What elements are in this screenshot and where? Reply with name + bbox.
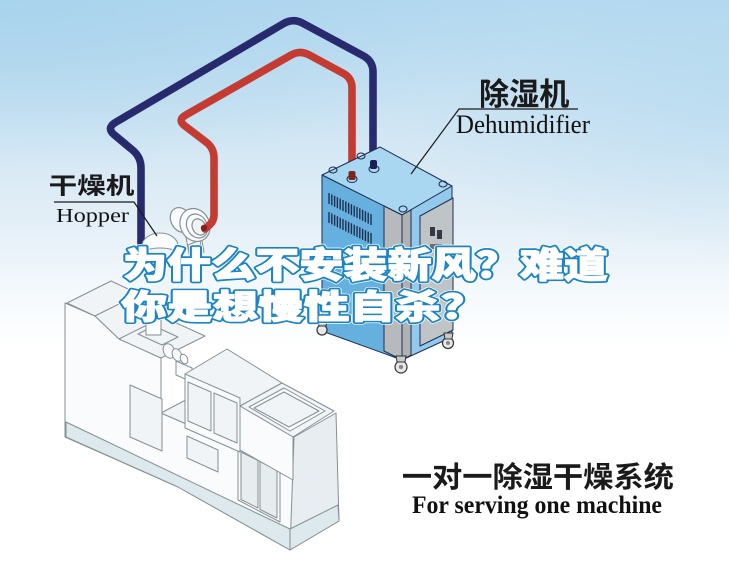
svg-text:Dehumidifier: Dehumidifier bbox=[456, 110, 590, 139]
svg-text:Hopper: Hopper bbox=[56, 205, 129, 227]
svg-text:For serving one machine: For serving one machine bbox=[412, 492, 662, 519]
